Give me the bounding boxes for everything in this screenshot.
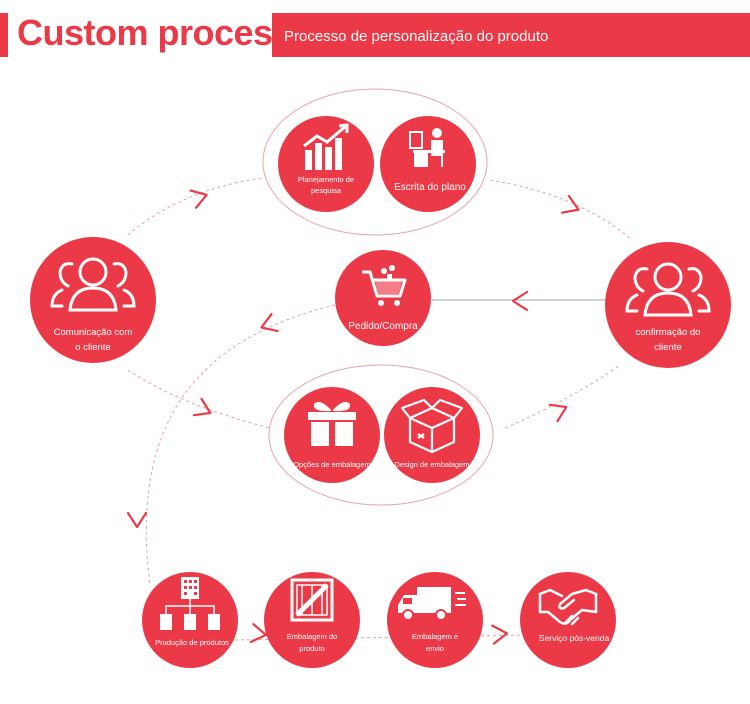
- connector-pedido-to-producao: [145, 304, 336, 586]
- page-title: Custom process: [17, 12, 293, 53]
- gift-icon: [308, 402, 356, 446]
- header-accent-bar: [0, 13, 8, 57]
- node-comunicacao: Comunicação com o cliente: [30, 237, 156, 363]
- node-escrita: Escrita do plano: [380, 116, 476, 212]
- node-embalagem-produto: Embalagem do produto: [264, 572, 360, 668]
- top-group-ring: [262, 88, 488, 236]
- connector-comunicacao-to-middle: [127, 369, 271, 429]
- node-design: Design de embalagem: [384, 387, 480, 483]
- node-pedido: Pedido/Compra: [335, 250, 431, 346]
- shopping-cart-icon: [362, 265, 407, 306]
- node-confirmacao: confirmação do cliente: [605, 242, 731, 368]
- node-comunicacao-label-2: o cliente: [75, 342, 110, 353]
- person-at-desk-icon: [409, 128, 445, 167]
- delivery-truck-icon: [398, 587, 466, 621]
- node-producao-label: Produção de produtos: [155, 638, 229, 647]
- arrow-1: [189, 185, 211, 209]
- node-planejamento-label-1: Planejamento de: [298, 175, 354, 184]
- node-pedido-label: Pedido/Compra: [348, 321, 418, 332]
- header-banner: Processo de personalização do produto: [272, 13, 750, 57]
- connector-top-to-confirmacao: [489, 179, 633, 241]
- connector-comunicacao-to-top: [127, 177, 263, 236]
- users-group-icon: [625, 262, 711, 317]
- arrow-4: [257, 313, 279, 337]
- node-planejamento-label-2: pesquisa: [311, 186, 342, 195]
- arrow-2: [561, 194, 583, 220]
- open-box-icon: [400, 398, 464, 454]
- node-opcoes-label: Opções de embalagem: [293, 460, 371, 469]
- arrow-7: [126, 511, 148, 529]
- node-embalagem-envio-label-1: Embalagem e: [412, 632, 458, 641]
- node-design-label: Design de embalagem: [394, 460, 469, 469]
- arrow-9: [491, 623, 509, 645]
- connector-lines: [127, 177, 633, 641]
- node-embalagem-produto-label-1: Embalagem do: [287, 632, 337, 641]
- connector-middle-to-confirmacao: [504, 364, 621, 429]
- arrow-3: [511, 290, 529, 312]
- node-producao: Produção de produtos: [142, 572, 238, 668]
- handshake-icon: [538, 588, 598, 626]
- bar-chart-up-icon: [303, 123, 349, 170]
- arrow-6: [548, 397, 572, 423]
- node-planejamento: Planejamento de pesquisa: [278, 116, 374, 212]
- org-chart-building-icon: [160, 577, 220, 630]
- node-confirmacao-label-1: confirmação do: [636, 327, 701, 338]
- node-escrita-label: Escrita do plano: [394, 182, 466, 193]
- wooden-crate-icon: [290, 578, 334, 622]
- node-opcoes: Opções de embalagem: [284, 387, 380, 483]
- node-confirmacao-label-2: cliente: [654, 342, 681, 353]
- node-embalagem-envio-label-2: envio: [426, 644, 444, 653]
- page-subtitle: Processo de personalização do produto: [284, 28, 549, 45]
- node-comunicacao-label-1: Comunicação com: [54, 327, 133, 338]
- node-embalagem-envio: Embalagem e envio: [387, 572, 483, 668]
- node-servico: Serviço pós-venda: [520, 572, 616, 668]
- node-embalagem-produto-label-2: produto: [299, 644, 324, 653]
- node-servico-label: Serviço pós-venda: [539, 633, 610, 643]
- users-group-icon: [50, 257, 136, 312]
- middle-group-ring: [268, 364, 494, 506]
